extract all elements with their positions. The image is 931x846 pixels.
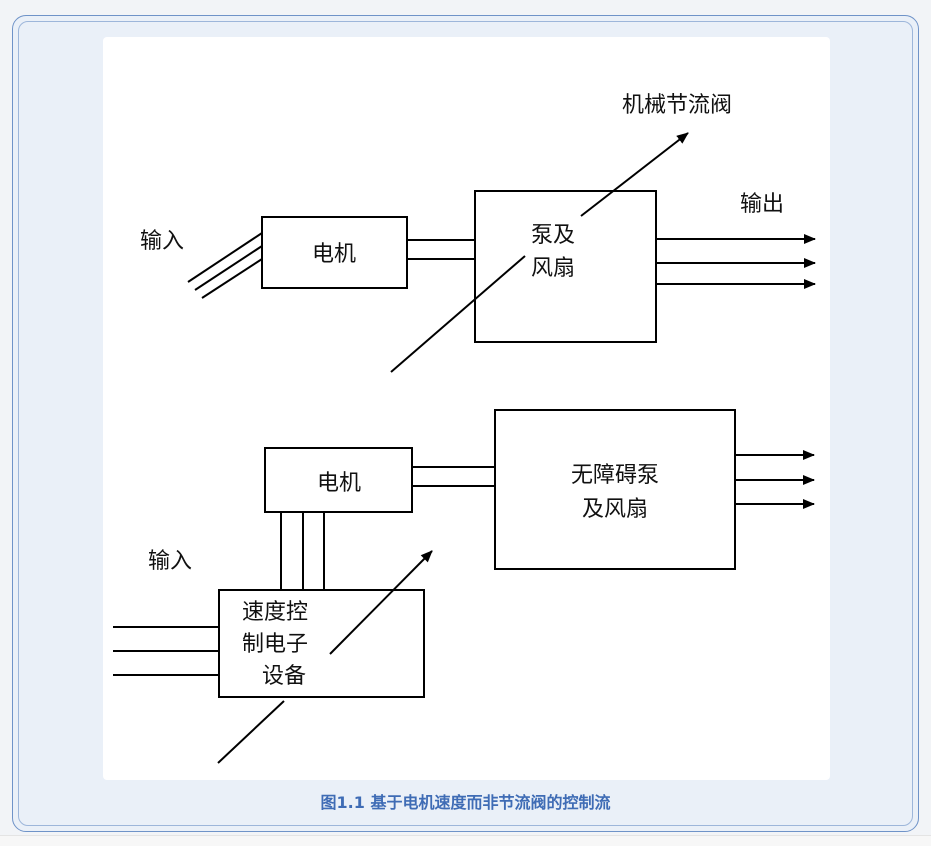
page-bottom-strip [0,835,931,846]
top-motor-box [261,216,408,289]
bottom-drive-label-line3: 设备 [262,664,306,689]
top-input-wire-1 [187,232,263,283]
top-pump-label-line1: 泵及 [531,223,575,248]
figure-caption: 图1.1 基于电机速度而非节流阀的控制流 [320,793,611,812]
bottom-drive-box [218,589,425,698]
top-valve-arrow-lower [390,255,526,373]
bottom-diagram [113,409,815,764]
bottom-control-arrow-lower [217,700,285,764]
top-input-label: 输入 [140,229,184,254]
top-input-wire-2 [194,245,263,291]
top-pump-label-line2: 风扇 [531,256,575,281]
top-valve-arrow-upper [580,132,689,217]
top-output-label: 输出 [740,192,784,217]
bottom-pump-label-line2: 及风扇 [582,497,648,522]
top-pump-box [474,190,657,343]
bottom-motor-box [264,447,413,513]
diagram-panel [103,37,830,780]
bottom-pump-box [494,409,736,570]
bottom-drive-label-line1: 速度控 [242,600,308,625]
figure-frame-inner [18,21,913,826]
bottom-pump-label-line1: 无障碍泵 [571,463,659,488]
top-diagram [187,132,816,373]
bottom-input-label: 输入 [148,549,192,574]
bottom-drive-label-line2: 制电子 [242,632,308,657]
top-motor-label: 电机 [312,242,356,267]
bottom-motor-label: 电机 [317,471,361,496]
bottom-control-arrow-upper [329,550,433,655]
top-input-wire-3 [201,258,263,299]
top-valve-label: 机械节流阀 [622,93,732,118]
